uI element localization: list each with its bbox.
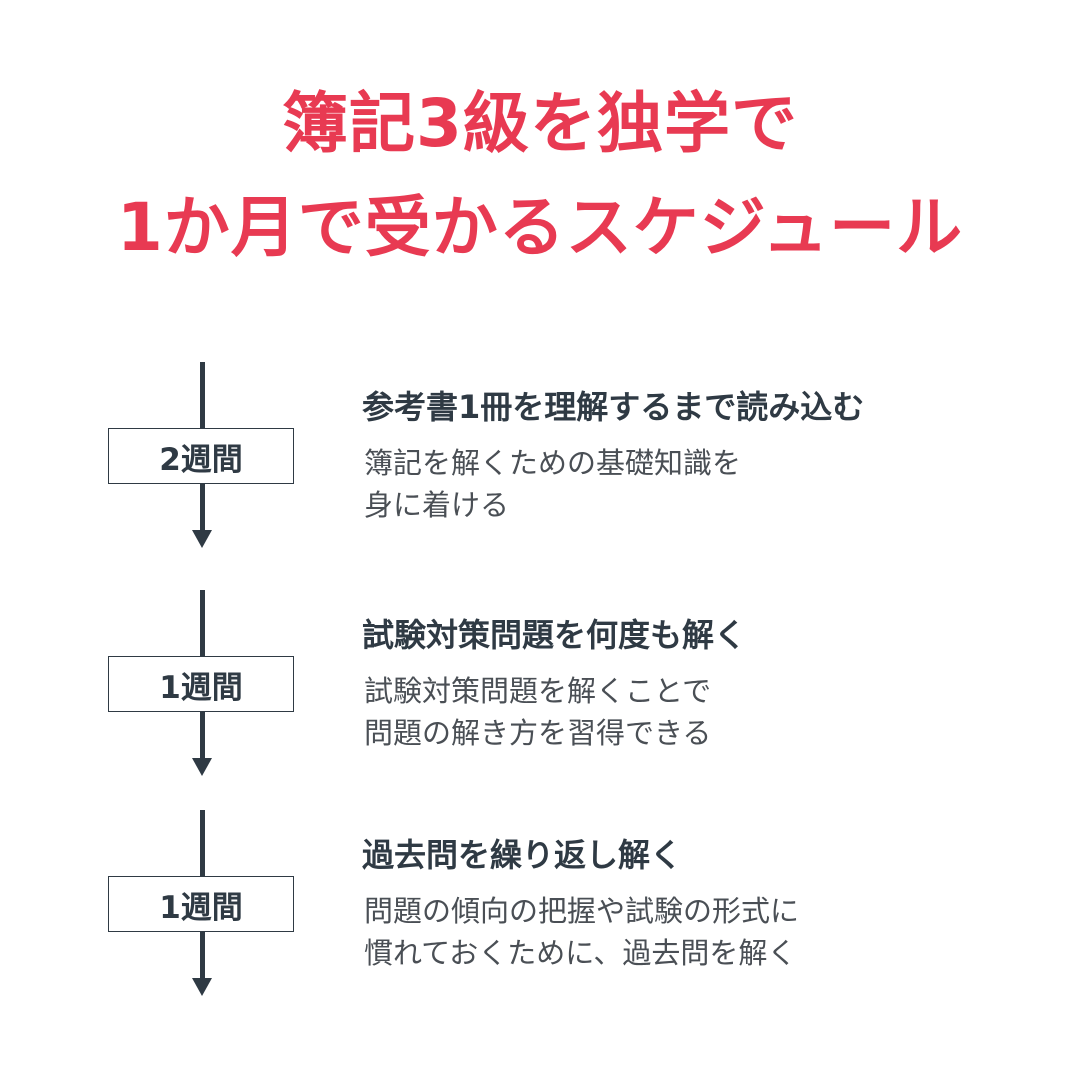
description-line: 身に着ける (364, 488, 510, 522)
duration-box: 1週間 (108, 656, 294, 712)
schedule-step-2: 1週間 試験対策問題を何度も解く 試験対策問題を解くことで 問題の解き方を習得で… (0, 590, 1080, 780)
page-title: 簿記3級を独学で 1か月で受かるスケジュール (0, 72, 1080, 280)
description-line: 簿記を解くための基礎知識を (364, 446, 742, 480)
description-line: 慣れておくために、過去問を解く (364, 936, 797, 970)
title-line-1: 簿記3級を独学で (282, 85, 798, 162)
step-description: 簿記を解くための基礎知識を 身に着ける (364, 442, 964, 526)
schedule-step-3: 1週間 過去問を繰り返し解く 問題の傾向の把握や試験の形式に 慣れておくために、… (0, 810, 1080, 1000)
description-line: 問題の解き方を習得できる (364, 716, 712, 750)
step-heading: 参考書1冊を理解するまで読み込む (362, 388, 865, 426)
description-line: 試験対策問題を解くことで (364, 674, 712, 708)
duration-box: 1週間 (108, 876, 294, 932)
description-line: 問題の傾向の把握や試験の形式に (364, 894, 800, 928)
step-heading: 試験対策問題を何度も解く (362, 616, 747, 654)
step-heading: 過去問を繰り返し解く (362, 836, 683, 874)
arrow-down-icon (192, 978, 212, 996)
arrow-down-icon (192, 530, 212, 548)
step-description: 問題の傾向の把握や試験の形式に 慣れておくために、過去問を解く (364, 890, 964, 974)
duration-box: 2週間 (108, 428, 294, 484)
schedule-step-1: 2週間 参考書1冊を理解するまで読み込む 簿記を解くための基礎知識を 身に着ける (0, 362, 1080, 552)
arrow-down-icon (192, 758, 212, 776)
step-description: 試験対策問題を解くことで 問題の解き方を習得できる (364, 670, 964, 754)
title-line-2: 1か月で受かるスケジュール (116, 189, 964, 266)
